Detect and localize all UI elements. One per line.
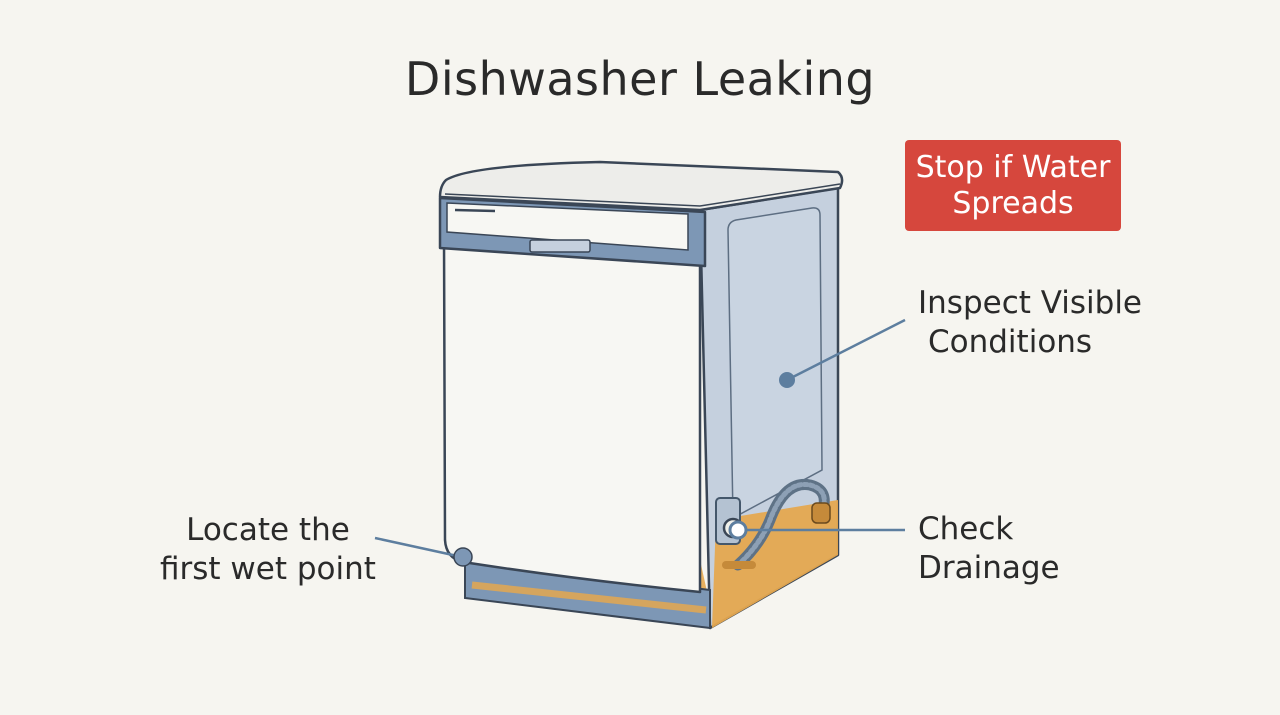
door-handle <box>529 239 591 253</box>
callout-locate-line1: Locate the <box>186 512 350 548</box>
diagram-title: Dishwasher Leaking <box>404 52 876 106</box>
callout-drainage-label: Check Drainage <box>918 510 1060 588</box>
callout-locate-label: Locate the first wet point <box>160 511 376 589</box>
callout-inspect-line2: Conditions <box>928 324 1093 360</box>
side-recess-panel <box>727 207 823 520</box>
callout-line-locate <box>374 536 463 559</box>
callout-dot-locate <box>453 547 473 567</box>
hose-clamp <box>811 502 831 524</box>
appliance-front-door <box>442 233 702 594</box>
callout-dot-drainage <box>728 520 748 540</box>
callout-drainage-line2: Drainage <box>918 550 1060 586</box>
callout-drainage-line1: Check <box>918 511 1014 547</box>
callout-dot-inspect <box>779 372 795 388</box>
warning-badge: Stop if Water Spreads <box>905 140 1121 231</box>
callout-locate-line2: first wet point <box>160 551 376 587</box>
callout-inspect-label: Inspect Visible Conditions <box>918 284 1142 362</box>
callout-line-inspect <box>786 318 906 382</box>
callout-inspect-line1: Inspect Visible <box>918 285 1143 321</box>
